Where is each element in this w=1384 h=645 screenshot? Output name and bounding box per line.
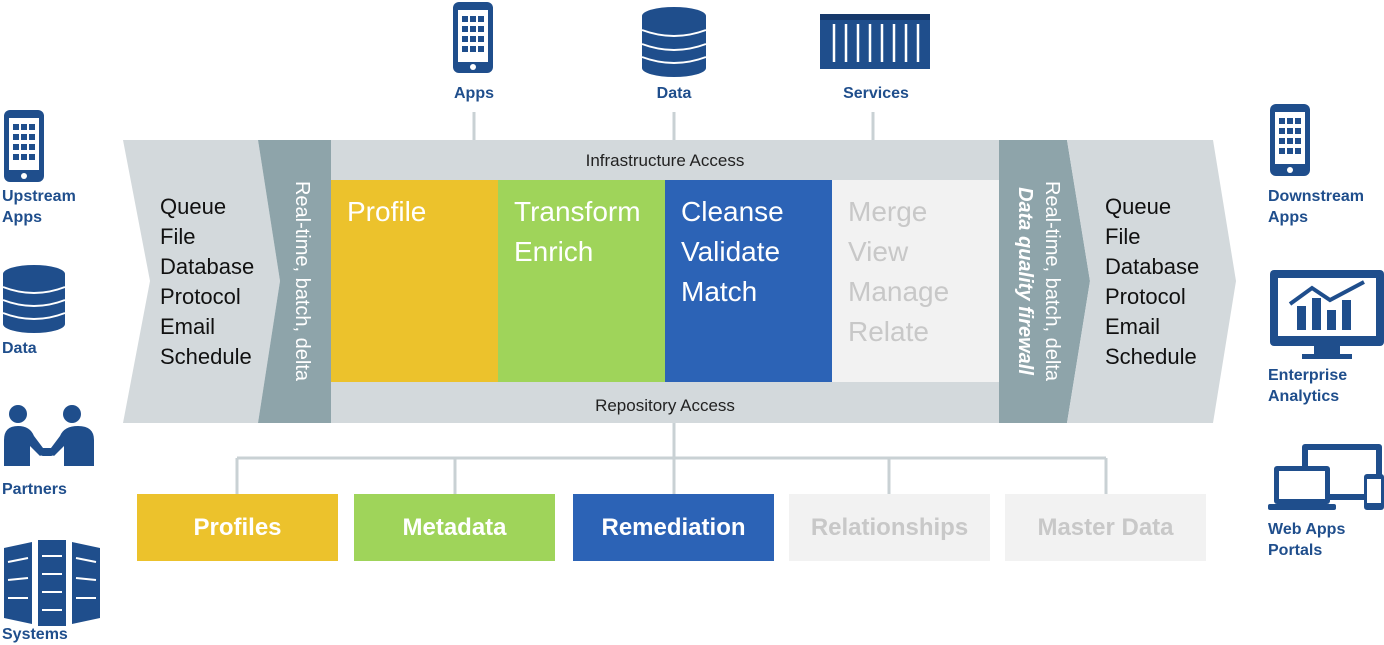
data-quality-firewall-text: Data quality firewall — [1014, 187, 1036, 375]
top-source-services-label: Services — [843, 85, 909, 102]
top-source-apps-label: Apps — [454, 85, 494, 102]
input-chevron — [123, 140, 280, 423]
left-source-upstream-label: Upstream Apps — [2, 188, 76, 226]
repository-access-label: Repository Access — [595, 396, 735, 415]
output-method-item: File — [1105, 224, 1141, 249]
top-services-server-rack-icon — [820, 14, 930, 69]
repository-profiles: Profiles — [137, 494, 338, 561]
right-target-analytics-label: Enterprise Analytics — [1268, 367, 1348, 405]
repository-metadata: Metadata — [354, 494, 555, 561]
output-method-item: Schedule — [1105, 344, 1197, 369]
top-connectors — [472, 112, 875, 140]
infrastructure-access-label: Infrastructure Access — [585, 151, 745, 170]
repository-relationships: Relationships — [789, 494, 990, 561]
repository-remediation: Remediation — [573, 494, 774, 561]
input-method-item: Email — [160, 314, 216, 339]
output-method-item: Email — [1105, 314, 1161, 339]
top-source-data-label: Data — [656, 85, 692, 102]
left-source-partners-label: Partners — [2, 481, 67, 498]
bottom-connectors — [235, 423, 1108, 494]
left-data-database-icon — [2, 265, 66, 333]
right-target-webapps-label: Web Apps Portals — [1268, 521, 1346, 559]
stage-profile: Profile — [331, 180, 498, 382]
input-method-item: Schedule — [160, 344, 252, 369]
output-methods-list: Queue File Database Protocol Email Sched… — [1105, 192, 1199, 372]
input-modes-text: Real-time, batch, delta — [291, 180, 313, 382]
right-target-downstream-label: Downstream Apps — [1268, 188, 1365, 226]
input-method-item: Queue — [160, 194, 227, 219]
input-method-item: File — [160, 224, 196, 249]
top-apps-mobile-phone-icon — [453, 2, 493, 73]
left-upstream-mobile-phone-icon — [4, 110, 44, 182]
output-method-item: Database — [1105, 254, 1200, 279]
left-source-systems-label: Systems — [2, 626, 68, 643]
left-partners-handshake-icon — [4, 405, 94, 466]
output-mode-band — [999, 140, 1090, 423]
input-method-item: Protocol — [160, 284, 241, 309]
input-method-item: Database — [160, 254, 255, 279]
right-downstream-mobile-phone-icon — [1270, 104, 1310, 176]
stage-merge-view-manage-relate: Merge View Manage Relate — [832, 180, 999, 382]
right-webapps-multi-device-icon — [1268, 444, 1384, 510]
output-modes-text: Real-time, batch, delta — [1041, 180, 1063, 382]
left-systems-server-cluster-icon — [4, 540, 100, 626]
right-analytics-monitor-icon — [1270, 270, 1384, 359]
repository-master-data: Master Data — [1005, 494, 1206, 561]
stage-cleanse-validate-match: Cleanse Validate Match — [665, 180, 832, 382]
output-chevron — [1067, 140, 1236, 423]
top-data-database-icon — [641, 7, 707, 77]
input-methods-list: Queue File Database Protocol Email Sched… — [160, 192, 254, 372]
input-mode-band — [258, 140, 331, 423]
output-method-item: Queue — [1105, 194, 1172, 219]
output-method-item: Protocol — [1105, 284, 1186, 309]
stage-transform-enrich: Transform Enrich — [498, 180, 665, 382]
left-source-data-label: Data — [2, 340, 37, 357]
